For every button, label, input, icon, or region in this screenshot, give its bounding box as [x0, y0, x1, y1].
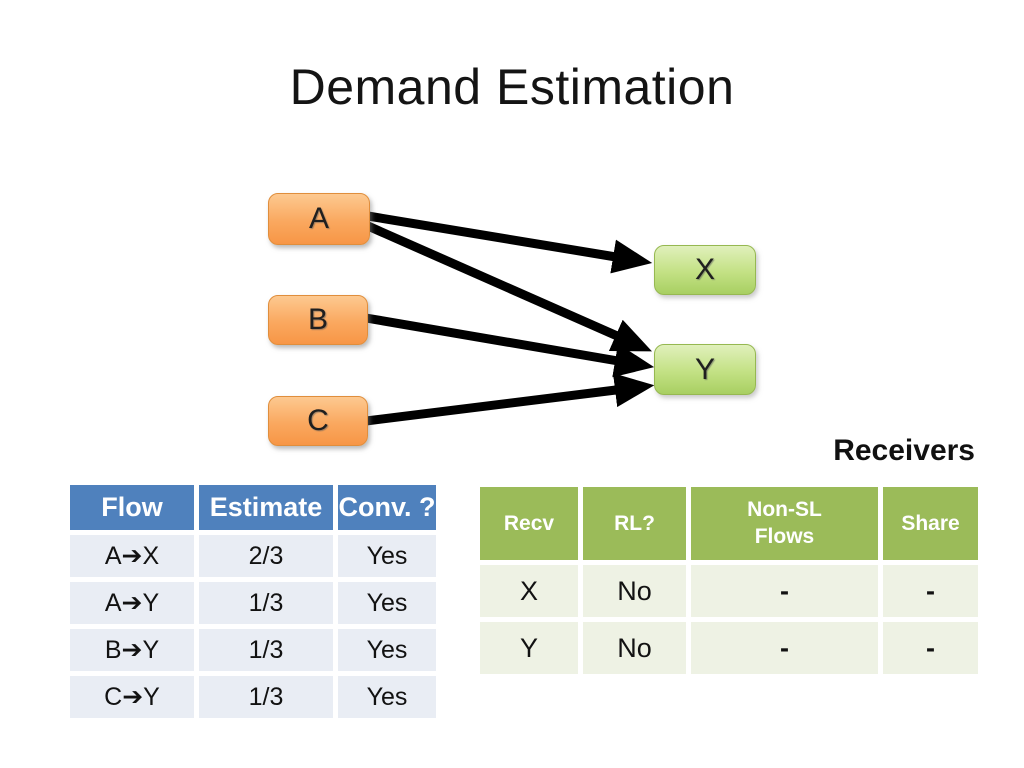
arrow-a-to-x	[367, 211, 653, 274]
arrow-a-to-y	[366, 221, 652, 352]
receivers-table-cell: -	[691, 622, 878, 674]
flow-table-header-flow: Flow	[70, 485, 194, 530]
header-label: Recv	[503, 511, 555, 535]
receivers-table-header-nonsl-flows: Non-SL Flows	[691, 487, 878, 560]
receivers-table-cell: Y	[480, 622, 578, 674]
sender-node-c: C	[268, 396, 368, 446]
flow-table-cell: Yes	[338, 535, 436, 577]
header-label: Non-SL Flows	[747, 498, 822, 548]
flow-table-cell: Yes	[338, 582, 436, 624]
receivers-table-cell: No	[583, 565, 686, 617]
receivers-table-header-recv: Recv	[480, 487, 578, 560]
flow-table-cell: B➔Y	[70, 629, 194, 671]
flow-table-cell: C➔Y	[70, 676, 194, 718]
flow-table-cell: Yes	[338, 629, 436, 671]
receivers-table-header-rl: RL?	[583, 487, 686, 560]
flow-table-cell: 1/3	[199, 629, 333, 671]
header-label: RL?	[614, 511, 655, 535]
receivers-caption: Receivers	[833, 434, 975, 467]
flow-table-cell: A➔X	[70, 535, 194, 577]
sender-node-b: B	[268, 295, 368, 345]
header-label: Share	[901, 511, 960, 535]
receivers-table-header-share: Share	[883, 487, 978, 560]
receiver-node-y: Y	[654, 344, 756, 395]
slide-title: Demand Estimation	[289, 59, 735, 115]
flow-table-cell: 2/3	[199, 535, 333, 577]
arrow-c-to-y	[365, 373, 655, 426]
receivers-table-cell: No	[583, 622, 686, 674]
flow-table-cell: A➔Y	[70, 582, 194, 624]
receiver-node-x: X	[654, 245, 756, 295]
flow-table-cell: 1/3	[199, 582, 333, 624]
receivers-table-cell: -	[883, 622, 978, 674]
receivers-table-cell: -	[883, 565, 978, 617]
flow-table-cell: 1/3	[199, 676, 333, 718]
flow-table-header-estimate: Estimate	[199, 485, 333, 530]
flow-table-header-conv: Conv. ?	[338, 485, 436, 530]
flow-table: Flow Estimate Conv. ? A➔X 2/3 Yes A➔Y 1/…	[70, 485, 436, 718]
sender-node-a: A	[268, 193, 370, 245]
arrow-b-to-y	[365, 313, 655, 378]
flow-table-cell: Yes	[338, 676, 436, 718]
receivers-table-cell: X	[480, 565, 578, 617]
receivers-table-cell: -	[691, 565, 878, 617]
receivers-table: Recv RL? Non-SL Flows Share X No - - Y N…	[480, 487, 978, 674]
